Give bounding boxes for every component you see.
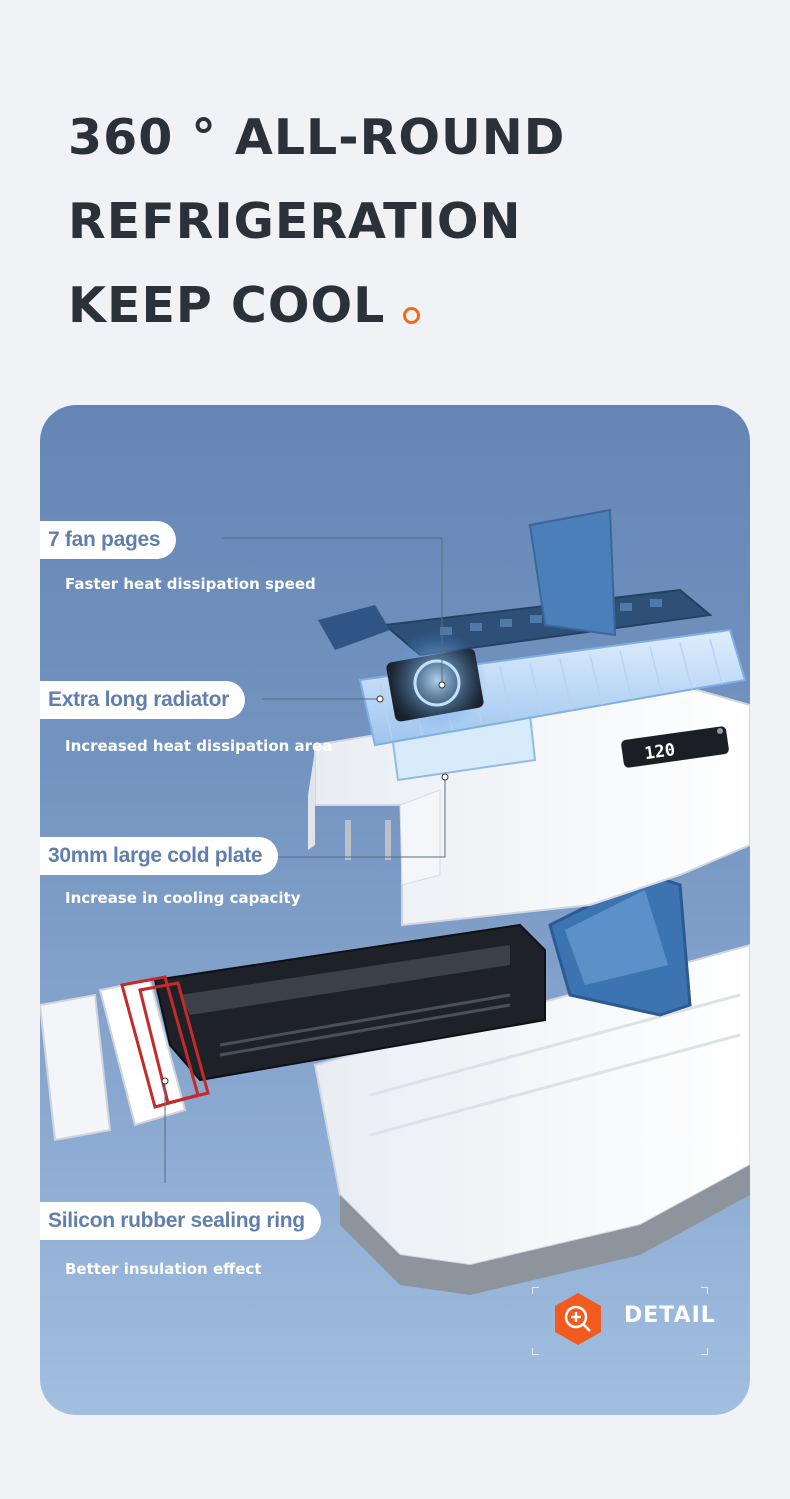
corner-mark-bl — [532, 1348, 539, 1355]
feature-title-sealing-ring: Silicon rubber sealing ring — [40, 1202, 321, 1240]
detail-label: DETAIL — [624, 1303, 716, 1328]
display-readout: 120 — [643, 740, 676, 764]
headline-line-3-text: KEEP COOL — [68, 277, 386, 334]
corner-mark-br — [701, 1348, 708, 1355]
zoom-in-icon — [552, 1291, 604, 1347]
detail-button[interactable]: DETAIL — [532, 1279, 715, 1355]
feature-title-cold-plate: 30mm large cold plate — [40, 837, 279, 875]
corner-mark-tl — [532, 1287, 539, 1294]
feature-desc-fan: Faster heat dissipation speed — [65, 575, 316, 593]
feature-desc-sealing-ring: Better insulation effect — [65, 1260, 262, 1278]
feature-desc-radiator: Increased heat dissipation area — [65, 737, 333, 755]
feature-card: 120 — [40, 405, 750, 1415]
accent-dot-icon — [403, 307, 421, 324]
feature-title-fan: 7 fan pages — [40, 521, 177, 559]
feature-title-radiator: Extra long radiator — [40, 681, 246, 719]
headline-line-3: KEEP COOL — [68, 264, 565, 348]
headline: 360 ° ALL-ROUND REFRIGERATION KEEP COOL — [68, 96, 565, 348]
feature-desc-cold-plate: Increase in cooling capacity — [65, 889, 301, 907]
corner-mark-tr — [701, 1287, 708, 1294]
headline-line-1: 360 ° ALL-ROUND — [68, 109, 566, 166]
product-exploded-view: 120 — [40, 508, 750, 1295]
headline-line-2: REFRIGERATION — [68, 193, 522, 250]
